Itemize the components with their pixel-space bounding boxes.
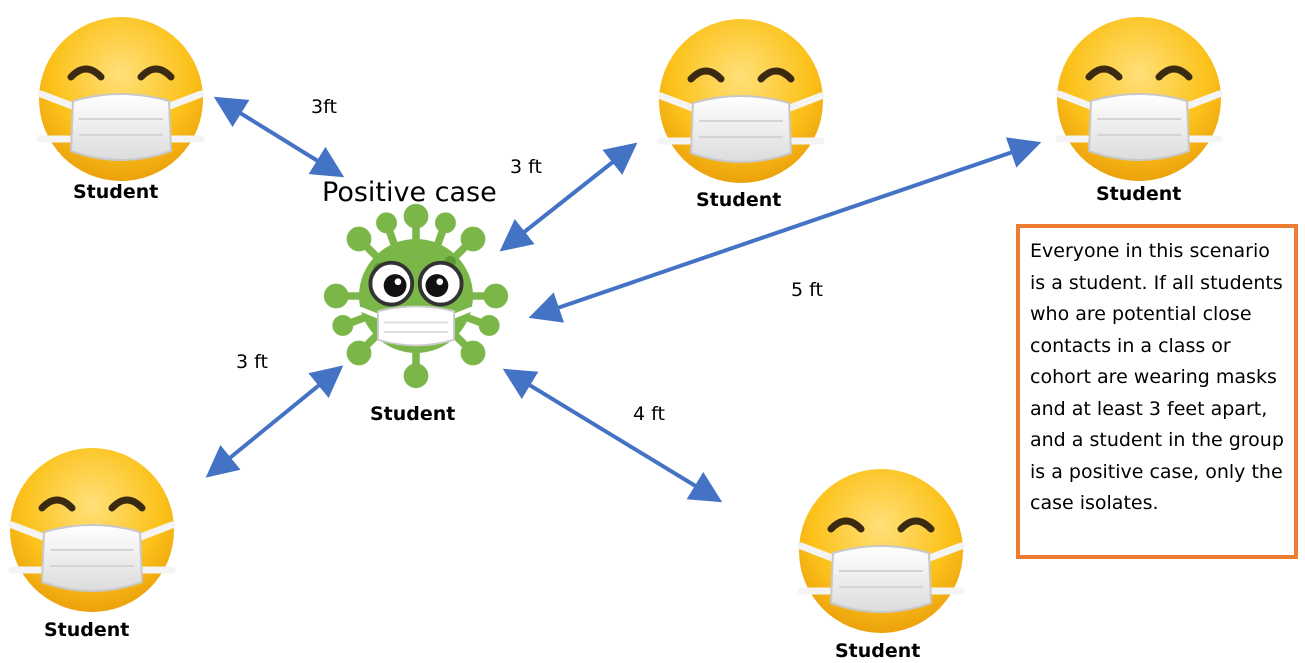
- distance-label-bottom-right: 4 ft: [633, 403, 665, 425]
- distance-label-bottom-left: 3 ft: [236, 351, 268, 373]
- distance-label-top-left: 3ft: [311, 96, 337, 118]
- student-label-top-left: Student: [73, 181, 159, 203]
- student-label-bottom-right: Student: [835, 640, 921, 662]
- arrow-right: [528, 137, 1042, 323]
- student-label-bottom-left: Student: [44, 619, 130, 641]
- virus-with-mask-icon: [328, 208, 505, 385]
- masked-student-icon-top-middle: [659, 19, 823, 183]
- positive-case-title: Positive case: [322, 177, 497, 208]
- distance-label-right: 5 ft: [791, 279, 823, 301]
- arrow-bottom-left: [205, 365, 344, 478]
- arrow-bottom-right: [502, 368, 723, 503]
- student-label-top-middle: Student: [696, 189, 782, 211]
- arrow-top-left: [213, 96, 345, 178]
- student-label-center: Student: [370, 403, 456, 425]
- masked-student-icon-top-right: [1057, 17, 1221, 181]
- distance-label-top-middle: 3 ft: [510, 156, 542, 178]
- masked-student-icon-bottom-left: [10, 448, 174, 612]
- student-label-top-right: Student: [1096, 183, 1182, 205]
- explanation-note-box: Everyone in this scenario is a student. …: [1016, 224, 1298, 559]
- masked-student-icon-top-left: [39, 17, 203, 181]
- masked-student-icon-bottom-right: [799, 469, 963, 633]
